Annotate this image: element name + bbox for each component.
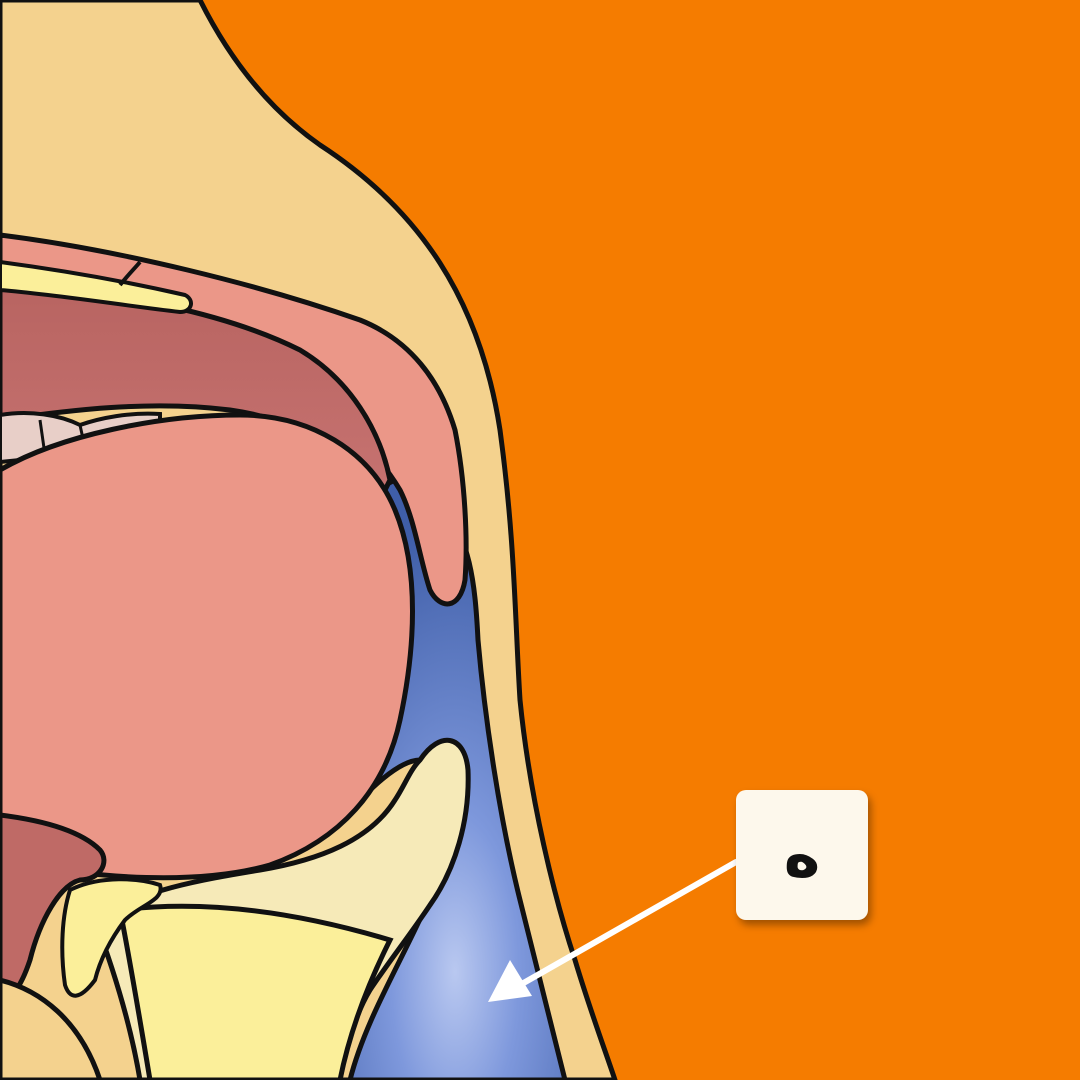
mandible	[60, 877, 163, 998]
lower-lip	[0, 812, 107, 1003]
arrow-head-icon	[488, 960, 532, 1002]
tongue	[0, 412, 415, 881]
arrow-pointer-icon	[517, 859, 739, 988]
region-label: ه	[783, 818, 821, 891]
hard-palate	[0, 259, 193, 315]
label-card: ه	[736, 790, 868, 920]
palate-divider	[118, 260, 142, 287]
hyoid-bone	[117, 903, 394, 1080]
